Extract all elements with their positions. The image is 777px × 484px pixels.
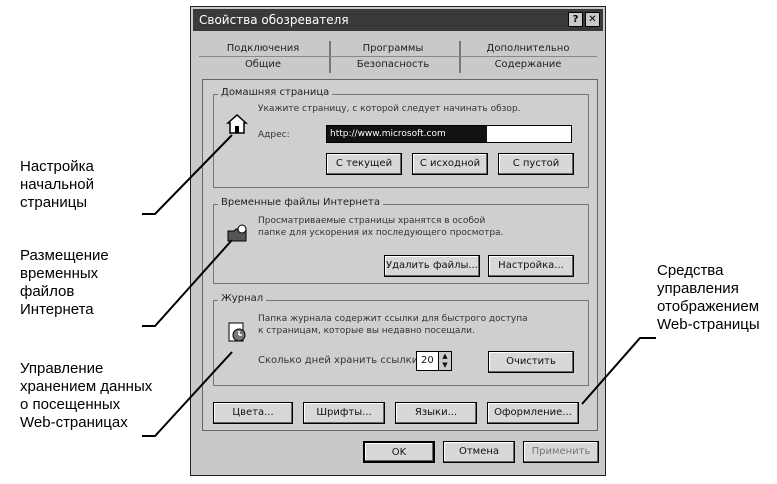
callout-appearance: Средства управления отображением Web-стр…: [657, 262, 760, 334]
callout-line: Интернета: [20, 301, 94, 318]
tab-general[interactable]: Общие: [244, 59, 282, 70]
tab-security[interactable]: Безопасность: [356, 59, 430, 70]
callout-line: Web-страницах: [20, 414, 128, 431]
tab-content[interactable]: Содержание: [494, 59, 562, 70]
callout-line: начальной: [20, 176, 95, 193]
clear-history-button[interactable]: Очистить: [488, 351, 574, 373]
help-button[interactable]: ?: [568, 12, 583, 27]
callout-line: Настройка: [20, 158, 94, 175]
tab-row-divider: [199, 56, 597, 57]
dialog-title: Свойства обозревателя: [199, 13, 349, 27]
callout-line: временных: [20, 265, 99, 282]
days-input[interactable]: 20 ▲ ▼: [416, 351, 452, 371]
close-button[interactable]: ✕: [585, 12, 600, 27]
spin-up-icon[interactable]: ▲: [442, 352, 448, 360]
days-label: Сколько дней хранить ссылки:: [258, 355, 422, 366]
callout-line: отображением: [657, 298, 760, 315]
use-current-button[interactable]: С текущей: [326, 153, 402, 175]
callout-line: файлов: [20, 283, 75, 300]
home-page-title: Домашняя страница: [218, 87, 333, 98]
history-description-2: к страницам, которые вы недавно посещали…: [258, 326, 475, 336]
history-description-1: Папка журнала содержит ссылки для быстро…: [258, 314, 528, 324]
tab-divider: [459, 41, 461, 73]
internet-options-dialog: Свойства обозревателя ? ✕ Подключения Пр…: [190, 6, 606, 476]
callout-line: управления: [657, 280, 739, 297]
history-icon: [228, 322, 246, 342]
callout-line: хранением данных: [20, 378, 153, 395]
tab-divider: [329, 41, 331, 73]
temp-files-group: Временные файлы Интернета Просматриваемы…: [213, 197, 589, 284]
history-title: Журнал: [218, 293, 267, 304]
callout-line: Управление: [20, 360, 104, 377]
temp-files-title: Временные файлы Интернета: [218, 197, 383, 208]
general-tab-panel: Домашняя страница Укажите страницу, с ко…: [202, 79, 598, 431]
callout-line: страницы: [20, 194, 88, 211]
address-input[interactable]: http://www.microsoft.com: [326, 125, 572, 143]
fonts-button[interactable]: Шрифты...: [303, 402, 385, 424]
temp-files-description-2: папке для ускорения их последующего прос…: [258, 228, 504, 238]
use-default-button[interactable]: С исходной: [412, 153, 488, 175]
spin-buttons[interactable]: ▲ ▼: [438, 352, 451, 370]
use-blank-button[interactable]: С пустой: [498, 153, 574, 175]
tab-programs[interactable]: Программы: [362, 43, 424, 54]
home-page-description: Укажите страницу, с которой следует начи…: [258, 104, 521, 114]
temp-files-description-1: Просматриваемые страницы хранятся в особ…: [258, 216, 486, 226]
callout-temp-files: Размещение временных файлов Интернета: [20, 247, 109, 319]
home-icon: [226, 113, 248, 134]
callout-line: Размещение: [20, 247, 109, 264]
apply-button[interactable]: Применить: [523, 441, 599, 463]
days-value: 20: [421, 355, 434, 366]
ok-button[interactable]: OK: [363, 441, 435, 463]
callout-line: Web-страницы: [657, 316, 760, 333]
callout-history: Управление хранением данных о посещенных…: [20, 360, 152, 432]
settings-button[interactable]: Настройка...: [488, 255, 574, 277]
callout-line: о посещенных: [20, 396, 121, 413]
accessibility-button[interactable]: Оформление...: [487, 402, 579, 424]
cancel-button[interactable]: Отмена: [443, 441, 515, 463]
callout-home-page: Настройка начальной страницы: [20, 158, 94, 212]
spin-down-icon[interactable]: ▼: [442, 361, 448, 369]
colors-button[interactable]: Цвета...: [213, 402, 293, 424]
tab-advanced[interactable]: Дополнительно: [486, 43, 570, 54]
address-value: http://www.microsoft.com: [327, 126, 487, 142]
languages-button[interactable]: Языки...: [395, 402, 477, 424]
tab-connections[interactable]: Подключения: [226, 43, 300, 54]
folder-icon: [227, 224, 247, 242]
callout-line: Средства: [657, 262, 724, 279]
delete-files-button[interactable]: Удалить файлы...: [384, 255, 480, 277]
title-bar: Свойства обозревателя ? ✕: [193, 9, 603, 31]
home-page-group: Домашняя страница Укажите страницу, с ко…: [213, 87, 589, 188]
history-group: Журнал Папка журнала содержит ссылки для…: [213, 293, 589, 386]
address-label: Адрес:: [258, 130, 290, 140]
